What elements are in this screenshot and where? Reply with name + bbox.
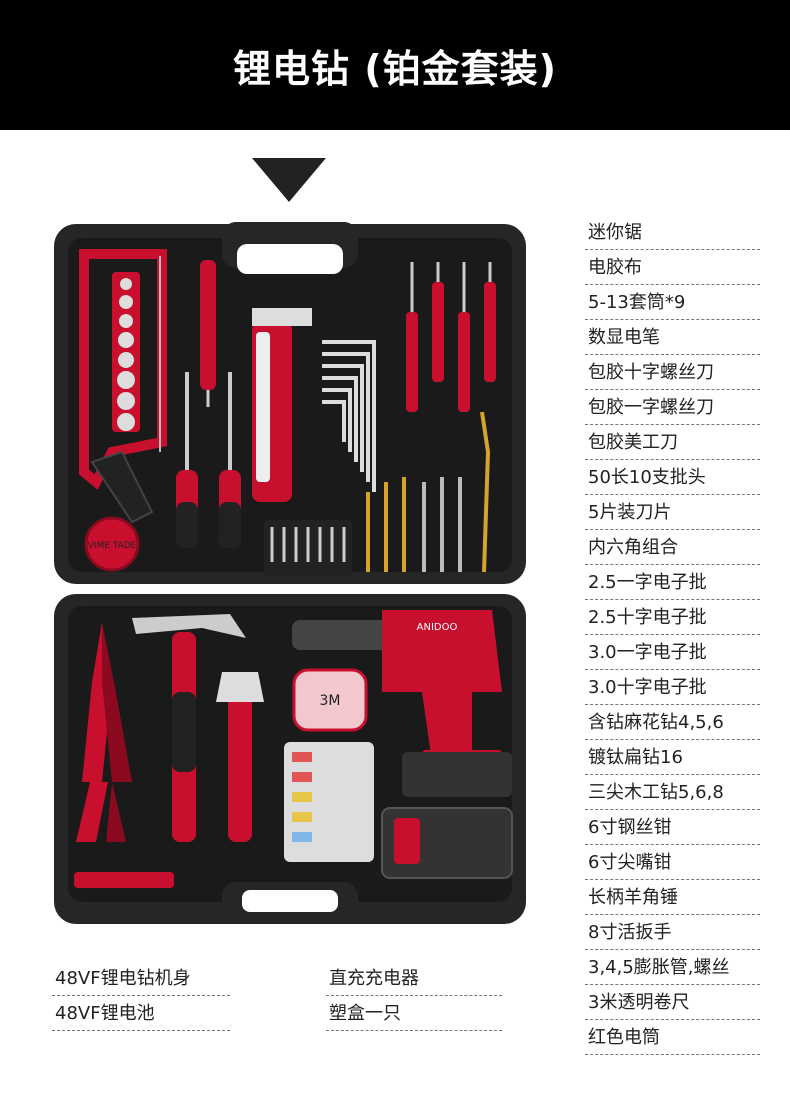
list-item: 包胶一字螺丝刀	[585, 391, 760, 425]
down-arrow-icon	[252, 158, 326, 202]
list-item: 电胶布	[585, 251, 760, 285]
claw-hammer	[132, 614, 246, 842]
list-item: 50长10支批头	[585, 461, 760, 495]
list-item: 迷你锯	[585, 216, 760, 250]
list-item: 3米透明卷尺	[585, 986, 760, 1020]
list-item: 红色电筒	[585, 1021, 760, 1055]
list-item: 数显电笔	[585, 321, 760, 355]
list-item: 三尖木工钻5,6,8	[585, 776, 760, 810]
list-item: 5片装刀片	[585, 496, 760, 530]
list-item: 48VF锂电池	[52, 997, 230, 1031]
screwdrivers	[176, 372, 241, 548]
list-item: 8寸活扳手	[585, 916, 760, 950]
bit-set	[264, 520, 352, 576]
contents-list: 迷你锯 电胶布 5-13套筒*9 数显电笔 包胶十字螺丝刀 包胶一字螺丝刀 包胶…	[585, 216, 760, 1056]
precision-screwdrivers	[406, 262, 496, 412]
list-item: 含钻麻花钻4,5,6	[585, 706, 760, 740]
list-item: 6寸钢丝钳	[585, 811, 760, 845]
list-item: 包胶美工刀	[585, 426, 760, 460]
svg-text:3M: 3M	[320, 693, 341, 709]
title-banner: 锂电钻 (铂金套装)	[0, 0, 790, 130]
list-item: 镀钛扁钻16	[585, 741, 760, 775]
electrical-tape: VIME TADE	[84, 516, 140, 572]
adjustable-wrench	[216, 672, 264, 842]
anchor-screw-box	[284, 742, 374, 862]
hex-key-set	[322, 340, 376, 492]
mini-saw	[79, 249, 167, 524]
list-item: 2.5一字电子批	[585, 566, 760, 600]
list-item: 6寸尖嘴钳	[585, 846, 760, 880]
list-item: 直充充电器	[326, 962, 502, 996]
tape-measure: 3M	[292, 668, 368, 732]
bottom-list-left: 48VF锂电钻机身 48VF锂电池	[52, 962, 230, 1032]
list-item: 塑盒一只	[326, 997, 502, 1031]
list-item: 5-13套筒*9	[585, 286, 760, 320]
tool-kit-image: VIME TADE	[54, 222, 526, 924]
battery	[381, 752, 513, 879]
socket-set	[112, 272, 140, 432]
flashlight	[74, 872, 174, 888]
pliers	[76, 622, 132, 842]
list-item: 包胶十字螺丝刀	[585, 356, 760, 390]
list-item: 3,4,5膨胀管,螺丝	[585, 951, 760, 985]
svg-text:VIME TADE: VIME TADE	[88, 541, 137, 551]
list-item: 3.0十字电子批	[585, 671, 760, 705]
list-item: 48VF锂电钻机身	[52, 962, 230, 996]
voltage-pen	[200, 260, 216, 407]
list-item: 2.5十字电子批	[585, 601, 760, 635]
list-item: 长柄羊角锤	[585, 881, 760, 915]
list-item: 3.0一字电子批	[585, 636, 760, 670]
bottom-list-middle: 直充充电器 塑盒一只	[326, 962, 502, 1032]
list-item: 内六角组合	[585, 531, 760, 565]
svg-text:ANIDOO: ANIDOO	[417, 622, 458, 633]
drill-bits	[366, 411, 491, 573]
page-title: 锂电钻 (铂金套装)	[233, 46, 557, 91]
utility-knife	[252, 308, 312, 502]
